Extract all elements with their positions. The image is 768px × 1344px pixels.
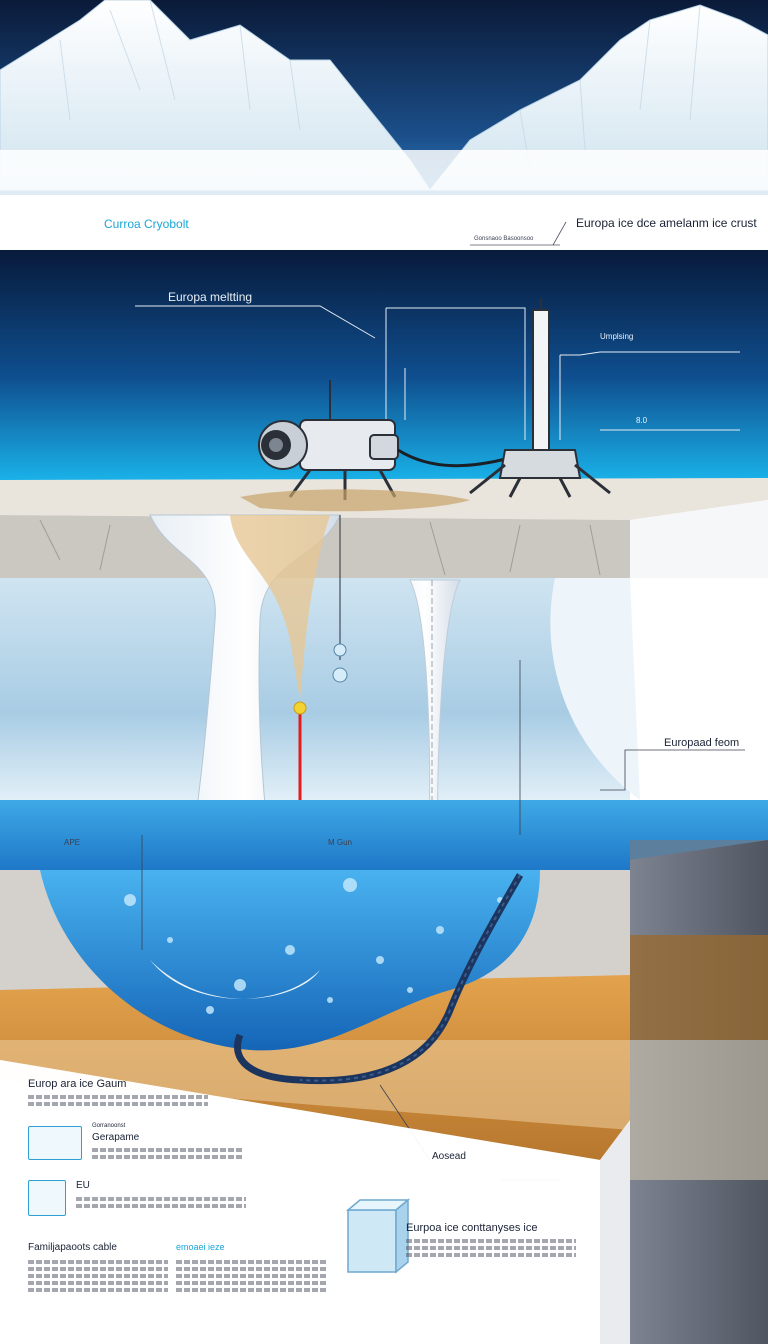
legend-item1-title: Gorranoonst [92,1123,125,1129]
legend-item1-sub: Gerapame [92,1132,139,1143]
label-probe-1: Umplsing [600,332,633,341]
module-icon [28,1180,66,1216]
legend-item1-text [92,1145,242,1162]
label-top-right: Europa ice dce amelanm ice crust [576,216,757,230]
legend-item2-title: EU [76,1180,90,1191]
ice-shell-side [630,578,768,803]
ice-shell [0,578,630,803]
legend-heading: Europ ara ice Gaum [28,1078,126,1090]
label-top-left: Curroa Cryobolt [104,217,189,231]
label-top-right-sub: Gonsnaoo Basoonsoo [474,236,533,242]
legend-heading-text [28,1092,208,1109]
top-fog [0,150,768,248]
label-europaad-feom: Europaad feom [664,737,739,749]
label-melting: Europa meltting [168,290,252,304]
label-m-gun: M Gun [328,838,352,847]
legend-bottom-right-text [406,1236,576,1260]
legend-item2-text [76,1194,246,1211]
legend-bottom-left-title: Familjapaoots cable [28,1242,117,1253]
label-ape: APE [64,838,80,847]
legend-bottom-right-title: Eurpoa ice conttanyses ice [406,1222,537,1234]
legend-bottom-mid-title: emoaei ieze [176,1242,225,1252]
label-aosead: Aosead [432,1151,466,1162]
sensor-icon [28,1126,82,1160]
legend-bottom-mid-text [176,1257,326,1295]
legend-bottom-left-text [28,1257,168,1295]
label-probe-2: 8.0 [636,416,647,425]
ice-cube-icon [348,1200,408,1272]
